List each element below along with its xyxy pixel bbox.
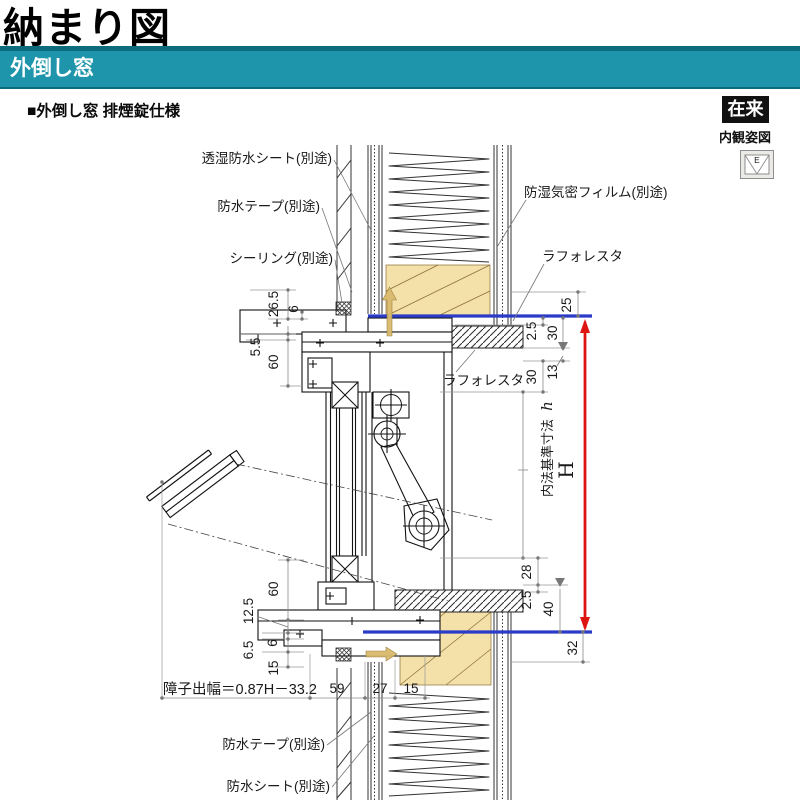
datum-lines: [363, 286, 592, 662]
inner-height-symbol: h: [538, 401, 556, 411]
dim-60-top: 60: [266, 354, 281, 369]
dim-28: 28: [519, 564, 534, 579]
dim-6-top: 6: [286, 305, 301, 313]
window-elevation-icon: E: [740, 150, 774, 179]
drawing-subtitle: ■外倒し窓 排煙錠仕様: [27, 103, 181, 120]
dim-6-5: 6.5: [241, 641, 256, 660]
dim-26-5: 26.5: [266, 291, 281, 317]
construction-type-badge: 在来: [722, 96, 769, 123]
dimension-labels: 26.5 6 5.5 60 60 12.5 6.5 6 15 障子出幅＝0.87…: [163, 291, 580, 698]
dim-27: 27: [372, 681, 387, 696]
interior-view-caption: 内観姿図: [719, 130, 772, 145]
dim-25: 25: [559, 297, 574, 312]
icon-letter: E: [754, 155, 760, 165]
dim-60-bottom: 60: [266, 581, 281, 596]
dim-40: 40: [541, 601, 556, 616]
dim-15-bottom: 15: [403, 681, 418, 696]
callout-sealing: シーリング(別途): [230, 250, 334, 266]
inner-height-label: 内法基準寸法: [540, 419, 555, 497]
wall-section-upper: [336, 145, 512, 326]
dim-12-5: 12.5: [241, 598, 256, 624]
page-title: 納まり図: [3, 5, 171, 51]
dim-2-5-top: 2.5: [524, 322, 539, 341]
callout-moisture-sheet: 透湿防水シート(別途): [202, 150, 333, 166]
dim-30-lower: 30: [524, 369, 539, 384]
flow-arrow-up: [381, 286, 398, 337]
callout-labels: 透湿防水シート(別途) 防水テープ(別途) シーリング(別途) 防湿気密フィルム…: [202, 150, 668, 794]
callout-laforesta-upper: ラフォレスタ: [542, 249, 623, 264]
dim-2-5-bottom: 2.5: [519, 591, 534, 610]
dim-59: 59: [329, 681, 344, 696]
sash-projection-formula: 障子出幅＝0.87H－33.2: [163, 680, 317, 698]
callout-tape-top: 防水テープ(別途): [217, 198, 320, 214]
overall-height-label: H: [554, 461, 578, 478]
dim-5-5: 5.5: [248, 338, 263, 357]
section-header-bar: 外倒し窓: [0, 46, 800, 89]
callout-tape-bottom: 防水テープ(別途): [222, 736, 325, 752]
sealing-bead-top: [335, 301, 352, 316]
section-title: 外倒し窓: [10, 57, 94, 80]
sealing-bead-bottom: [335, 647, 352, 662]
dim-6-bottom: 6: [265, 639, 280, 647]
callout-laforesta-mid: ラフォレスタ: [443, 373, 524, 388]
flow-arrow-right: [365, 646, 398, 662]
overall-height-arrow: [580, 319, 590, 631]
dimension-lines: [160, 288, 590, 700]
callout-sheet-bottom: 防水シート(別途): [227, 778, 331, 794]
smoke-vent-lock-mechanism: [368, 389, 450, 582]
dim-32: 32: [565, 640, 580, 655]
dim-13: 13: [545, 364, 560, 379]
open-sash-tilted: [146, 449, 493, 602]
dim-15-left: 15: [266, 660, 281, 675]
dim-30-upper: 30: [545, 325, 560, 340]
callout-vapor-film: 防湿気密フィルム(別途): [524, 184, 667, 200]
